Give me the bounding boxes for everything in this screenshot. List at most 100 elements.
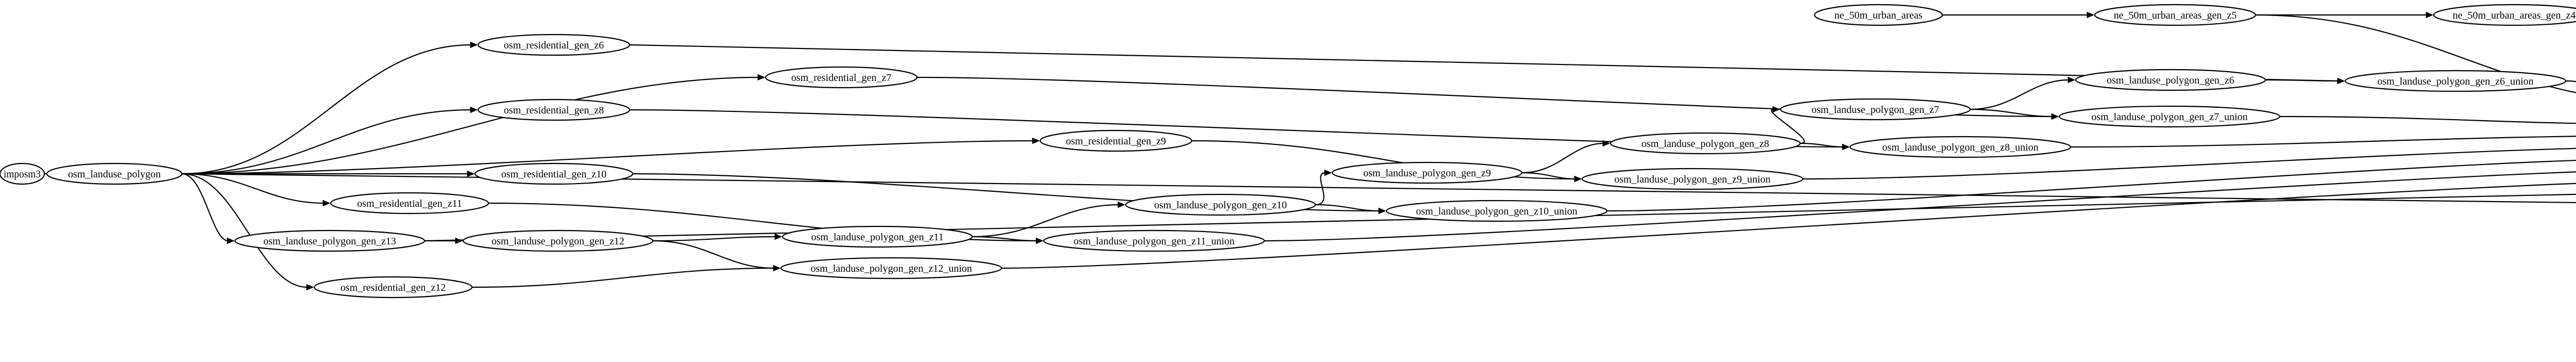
graph-edge-osm_landuse_polygon-to-osm_residential_gen_z12 (181, 173, 308, 288)
graph-edge-osm_landuse_polygon_gen_z11_union-to-layer_landuse.z11 (1264, 171, 2576, 242)
edge-arrowhead (1117, 201, 1126, 208)
edge-arrowhead (2337, 77, 2345, 85)
graph-edge-ne_50m_urban_areas_gen_z5-to-layer_landuse.z5 (2255, 14, 2576, 93)
graph-node-osm_residential_gen_z10[interactable]: osm_residential_gen_z10 (474, 162, 634, 185)
edge-arrowhead (467, 170, 475, 177)
edge-arrowhead (470, 41, 478, 48)
graph-node-osm_landuse_polygon_gen_z12[interactable]: osm_landuse_polygon_gen_z12 (462, 229, 654, 252)
node-shape (2344, 70, 2567, 92)
node-shape (1780, 98, 1971, 121)
node-label: ne_50m_urban_areas (1834, 10, 1922, 21)
node-shape (462, 229, 654, 252)
graph-edge-osm_landuse_polygon_gen_z6_union-to-layer_landuse.z6 (2565, 80, 2576, 83)
graph-node-osm_residential_gen_z6[interactable]: osm_residential_gen_z6 (477, 34, 631, 56)
graph-node-osm_landuse_polygon_gen_z9[interactable]: osm_landuse_polygon_gen_z9 (1331, 161, 1523, 184)
node-label: osm_residential_gen_z7 (791, 72, 891, 84)
graph-node-osm_residential_gen_z8[interactable]: osm_residential_gen_z8 (477, 98, 631, 121)
node-shape (1385, 200, 1608, 222)
node-shape (313, 276, 473, 299)
graph-edge-osm_residential_gen_z12-to-osm_landuse_polygon_gen_z12_union (471, 267, 775, 288)
node-shape (2058, 105, 2281, 128)
graph-edge-osm_landuse_polygon_gen_z9-to-osm_landuse_polygon_gen_z8 (1521, 142, 1604, 174)
graph-node-ne_50m_urban_areas_gen_z4[interactable]: ne_50m_urban_areas_gen_z4 (2433, 4, 2576, 26)
graph-node-ne_50m_urban_areas_gen_z5[interactable]: ne_50m_urban_areas_gen_z5 (2094, 4, 2257, 26)
edge-arrowhead (227, 237, 235, 244)
edge-arrowhead (470, 106, 478, 113)
node-shape (477, 98, 631, 121)
graph-edge-osm_landuse_polygon-to-osm_residential_gen_z9 (181, 140, 1034, 175)
node-label: osm_residential_gen_z8 (504, 105, 604, 116)
node-label: osm_landuse_polygon_gen_z11 (811, 232, 943, 243)
graph-node-osm_landuse_polygon_gen_z7[interactable]: osm_landuse_polygon_gen_z7 (1780, 98, 1971, 121)
node-shape (0, 162, 45, 185)
node-label: osm_residential_gen_z12 (341, 282, 446, 293)
graph-node-osm_landuse_polygon_gen_z9_union[interactable]: osm_landuse_polygon_gen_z9_union (1581, 168, 1804, 190)
node-label: osm_residential_gen_z10 (501, 169, 606, 180)
edge-arrowhead (2087, 11, 2095, 19)
node-label: ne_50m_urban_areas_gen_z5 (2114, 10, 2237, 21)
graph-node-osm_landuse_polygon_gen_z8_union[interactable]: osm_landuse_polygon_gen_z8_union (1849, 136, 2072, 158)
edge-arrowhead (2051, 113, 2059, 120)
node-shape (1039, 129, 1193, 152)
graph-node-osm_landuse_polygon[interactable]: osm_landuse_polygon (46, 162, 183, 185)
graph-edge-osm_landuse_polygon_gen_z8-to-osm_landuse_polygon_gen_z7 (1771, 108, 1805, 144)
graph-node-imposm3[interactable]: imposm3 (0, 162, 45, 185)
node-label: osm_landuse_polygon_gen_z10_union (1416, 206, 1577, 217)
edge-arrowhead (455, 237, 463, 244)
node-label: imposm3 (4, 169, 41, 180)
graph-edge-osm_landuse_polygon_gen_z10_union-to-layer_landuse.z10 (1606, 159, 2576, 212)
graph-node-osm_landuse_polygon_gen_z12_union[interactable]: osm_landuse_polygon_gen_z12_union (780, 257, 1003, 279)
node-shape (2094, 4, 2257, 26)
graph-edge-osm_landuse_polygon_gen_z7_union-to-layer_landuse.z7 (2279, 116, 2576, 124)
node-label: osm_residential_gen_z6 (504, 40, 604, 51)
node-label: osm_residential_gen_z11 (357, 198, 462, 209)
graph-node-osm_residential_gen_z9[interactable]: osm_residential_gen_z9 (1039, 129, 1193, 152)
node-label: osm_landuse_polygon_gen_z8_union (1882, 142, 2038, 153)
node-label: osm_landuse_polygon_gen_z6_union (2377, 76, 2533, 87)
graph-node-osm_landuse_polygon_gen_z8[interactable]: osm_landuse_polygon_gen_z8 (1609, 132, 1801, 155)
graph-edge-osm_landuse_polygon-to-osm_residential_gen_z6 (181, 44, 472, 175)
node-shape (1125, 193, 1316, 216)
graph-node-osm_landuse_polygon_gen_z11[interactable]: osm_landuse_polygon_gen_z11 (782, 225, 973, 248)
node-shape (765, 66, 918, 89)
graph-node-osm_residential_gen_z11[interactable]: osm_residential_gen_z11 (330, 192, 489, 215)
node-shape (780, 257, 1003, 279)
node-shape (782, 225, 973, 248)
graph-edge-osm_landuse_polygon_gen_z12-to-osm_landuse_polygon_gen_z11 (652, 236, 776, 242)
edge-arrowhead (774, 233, 783, 240)
graph-node-osm_landuse_polygon_gen_z7_union[interactable]: osm_landuse_polygon_gen_z7_union (2058, 105, 2281, 128)
graph-node-osm_landuse_polygon_gen_z10[interactable]: osm_landuse_polygon_gen_z10 (1125, 193, 1316, 216)
graph-node-osm_landuse_polygon_gen_z6_union[interactable]: osm_landuse_polygon_gen_z6_union (2344, 70, 2567, 92)
graph-node-osm_landuse_polygon_gen_z13[interactable]: osm_landuse_polygon_gen_z13 (234, 229, 426, 252)
node-shape (1043, 229, 1265, 252)
edge-arrowhead (757, 74, 766, 81)
node-label: osm_landuse_polygon_gen_z7 (1811, 104, 1939, 116)
graph-edge-osm_landuse_polygon_gen_z8_union-to-layer_landuse.z8 (2070, 136, 2576, 148)
graph-edge-osm_landuse_polygon_gen_z12_union-to-layer_landuse.z12 (1001, 183, 2576, 269)
node-shape (234, 229, 426, 252)
graph-edge-osm_landuse_polygon_gen_z11-to-osm_landuse_polygon_gen_z10 (972, 204, 1120, 238)
node-shape (330, 192, 489, 215)
graph-node-osm_residential_gen_z7[interactable]: osm_residential_gen_z7 (765, 66, 918, 89)
graph-edge-osm_landuse_polygon-to-osm_residential_gen_z8 (181, 109, 472, 175)
nodes-layer: imposm3 osm_landuse_polygon osm_residentia… (0, 4, 2576, 299)
node-label: osm_landuse_polygon_gen_z13 (263, 236, 396, 247)
node-shape (46, 162, 183, 185)
graph-node-osm_landuse_polygon_gen_z10_union[interactable]: osm_landuse_polygon_gen_z10_union (1385, 200, 1608, 222)
edge-arrowhead (1842, 143, 1850, 151)
node-label: osm_landuse_polygon_gen_z11_union (1074, 236, 1235, 247)
edge-arrowhead (773, 265, 781, 272)
edge-arrowhead (1378, 207, 1386, 215)
edge-arrowhead (323, 200, 331, 207)
graph-node-ne_50m_urban_areas[interactable]: ne_50m_urban_areas (1814, 4, 1943, 26)
edge-arrowhead (1574, 175, 1582, 183)
node-shape (1581, 168, 1804, 190)
graph-node-osm_residential_gen_z12[interactable]: osm_residential_gen_z12 (313, 276, 473, 299)
node-label: osm_landuse_polygon (68, 169, 161, 180)
node-shape (1849, 136, 2072, 158)
graph-node-osm_landuse_polygon_gen_z11_union[interactable]: osm_landuse_polygon_gen_z11_union (1043, 229, 1265, 252)
graph-node-osm_landuse_polygon_gen_z6[interactable]: osm_landuse_polygon_gen_z6 (2075, 69, 2266, 91)
node-shape (477, 34, 631, 56)
